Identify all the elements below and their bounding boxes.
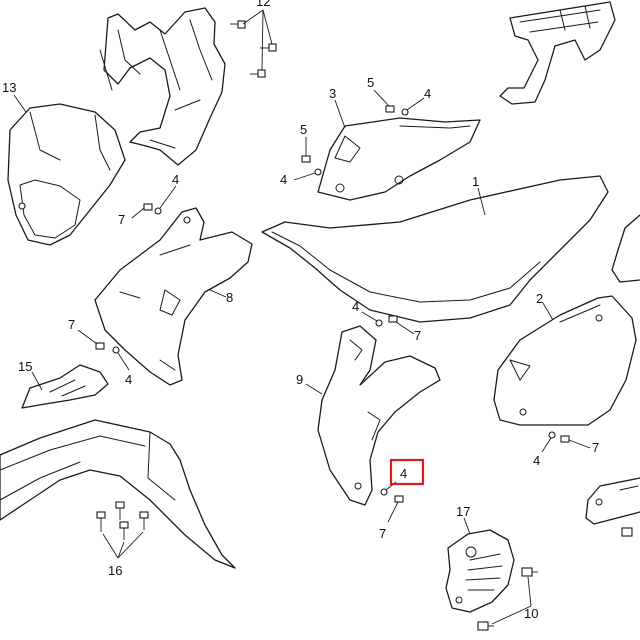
- part-front-fender: [0, 419, 236, 569]
- screw-group-16: [477, 567, 538, 631]
- part-seat: [261, 175, 609, 323]
- part-headlight-bracket: [99, 7, 226, 166]
- callout-7-b: 7: [68, 317, 75, 332]
- callout-13: 15: [18, 359, 32, 374]
- callout-12: 13: [2, 80, 16, 95]
- part-rear-rack: [499, 1, 616, 105]
- callout-15: 16: [108, 563, 122, 578]
- part-sprocket-cover: [445, 529, 515, 613]
- callout-7-c: 7: [414, 328, 421, 343]
- highlight-box: [389, 458, 425, 486]
- part-small-bracket: [21, 364, 109, 409]
- callout-4-mid: 4: [280, 172, 287, 187]
- callout-4-d: 4: [533, 453, 540, 468]
- callout-5-bottom: 7: [592, 440, 599, 455]
- screw-group-15: [96, 501, 149, 559]
- callout-8: 8: [226, 290, 233, 305]
- callout-4-highlighted: 4: [400, 466, 407, 481]
- callout-5-top: 5: [367, 75, 374, 90]
- callout-16: 10: [524, 606, 538, 621]
- part-side-number-plate: [493, 295, 637, 426]
- part-side-cover-upper: [317, 117, 481, 201]
- part-partial-right-top: [611, 214, 640, 283]
- part-partial-right-bottom: [585, 477, 640, 537]
- callout-9: 9: [296, 372, 303, 387]
- callout-5-mid: 5: [300, 122, 307, 137]
- callout-4-b: 4: [125, 372, 132, 387]
- callout-7-d: 7: [379, 526, 386, 541]
- callout-3: 3: [329, 86, 336, 101]
- part-radiator-shroud-right: [317, 325, 441, 506]
- callout-4-c: 4: [352, 299, 359, 314]
- callout-4-top: 4: [424, 86, 431, 101]
- callout-2: 2: [536, 291, 543, 306]
- callout-10: 12: [256, 0, 270, 9]
- part-radiator-shroud-left: [94, 207, 253, 386]
- callout-4-a: 4: [172, 172, 179, 187]
- part-headlight-fairing: [7, 103, 126, 246]
- callout-7-a: 7: [118, 212, 125, 227]
- callout-17: 17: [456, 504, 470, 519]
- screw-group-10: [230, 9, 277, 78]
- callout-1: 1: [472, 174, 479, 189]
